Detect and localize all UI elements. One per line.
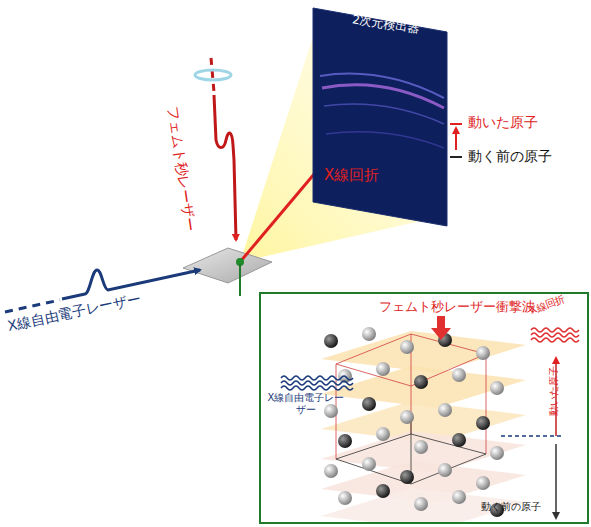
atom — [400, 410, 414, 424]
atom — [400, 340, 414, 354]
moved-atom-label: 動いた原子 — [468, 114, 538, 132]
atom — [362, 327, 376, 341]
diffraction-label: X線回折 — [324, 166, 379, 185]
unmoved-atom-label: 動く前の原子 — [468, 148, 552, 166]
shift-arrow — [455, 128, 457, 150]
laser-ring — [195, 70, 231, 80]
sample-plate — [183, 248, 272, 283]
detector-face — [313, 8, 447, 226]
laser-pulse — [214, 95, 236, 240]
diffraction-wave — [531, 328, 579, 332]
atom — [376, 427, 390, 441]
after-tick — [450, 123, 462, 125]
atom — [376, 362, 390, 376]
diffraction-wave — [531, 338, 579, 342]
atom — [324, 464, 338, 478]
inset-panel: フェムト秒レーザー衝撃波 X線自由電子レーザー X線回折動いた原子動く前の原子 — [259, 292, 589, 524]
moved-inset-label: 動いた原子 — [547, 366, 561, 416]
atom — [414, 440, 428, 454]
before-tick — [450, 156, 462, 158]
unmoved-inset-label: 動く前の原子 — [481, 500, 541, 514]
diffraction-inset-label: X線回折 — [528, 292, 567, 318]
atom — [400, 470, 414, 484]
atom — [476, 476, 490, 490]
atom — [376, 484, 390, 498]
atom — [362, 457, 376, 471]
diffraction-ring — [324, 104, 444, 124]
atom — [438, 463, 452, 477]
atom — [438, 403, 452, 417]
detector-shape — [312, 6, 448, 228]
unmoved-arrow — [555, 444, 557, 516]
atom — [324, 404, 338, 418]
atom — [338, 491, 352, 505]
atom — [362, 397, 376, 411]
atom — [476, 416, 490, 430]
atom — [414, 497, 428, 511]
atom — [338, 434, 352, 448]
atom — [476, 346, 490, 360]
atom — [414, 375, 428, 389]
atom — [452, 368, 466, 382]
atom — [490, 446, 504, 460]
atom — [452, 433, 466, 447]
xfel-wave — [281, 376, 353, 380]
diffraction-ring — [326, 132, 444, 148]
shock-label: フェムト秒レーザー衝撃波 — [379, 298, 535, 316]
atom — [452, 490, 466, 504]
xfel-wave — [281, 381, 353, 385]
xfel-inset-label: X線自由電子レーザー — [267, 392, 345, 416]
arrow-head — [552, 512, 560, 520]
inset-leader — [239, 264, 241, 296]
diffraction-wave — [531, 333, 579, 337]
laser-beam — [211, 58, 214, 92]
lattice-line — [336, 414, 486, 484]
lattice-plane — [321, 366, 526, 408]
reference-line — [501, 435, 561, 437]
atom — [324, 334, 338, 348]
detector-panel: 2次元検出器 — [312, 6, 448, 228]
atom — [490, 381, 504, 395]
xfel-wave — [281, 386, 353, 390]
laser-label: フェムト秒レーザー — [163, 105, 198, 232]
shock-arrow — [431, 316, 451, 340]
